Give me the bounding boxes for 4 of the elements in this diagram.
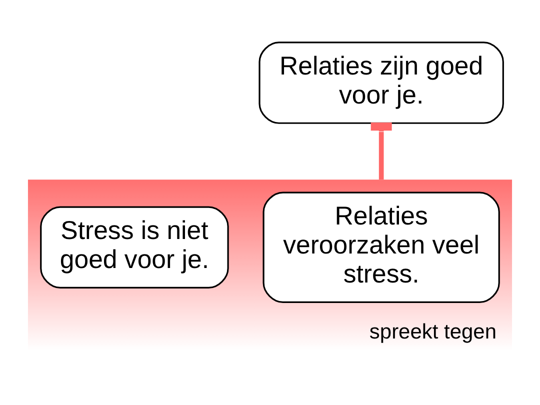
node-box: Relaties veroorzaken veel stress. xyxy=(262,191,500,303)
node-box: Relaties zijn goed voor je. xyxy=(258,41,504,124)
connector xyxy=(370,122,392,180)
node-box: Stress is niet goed voor je. xyxy=(40,206,229,288)
